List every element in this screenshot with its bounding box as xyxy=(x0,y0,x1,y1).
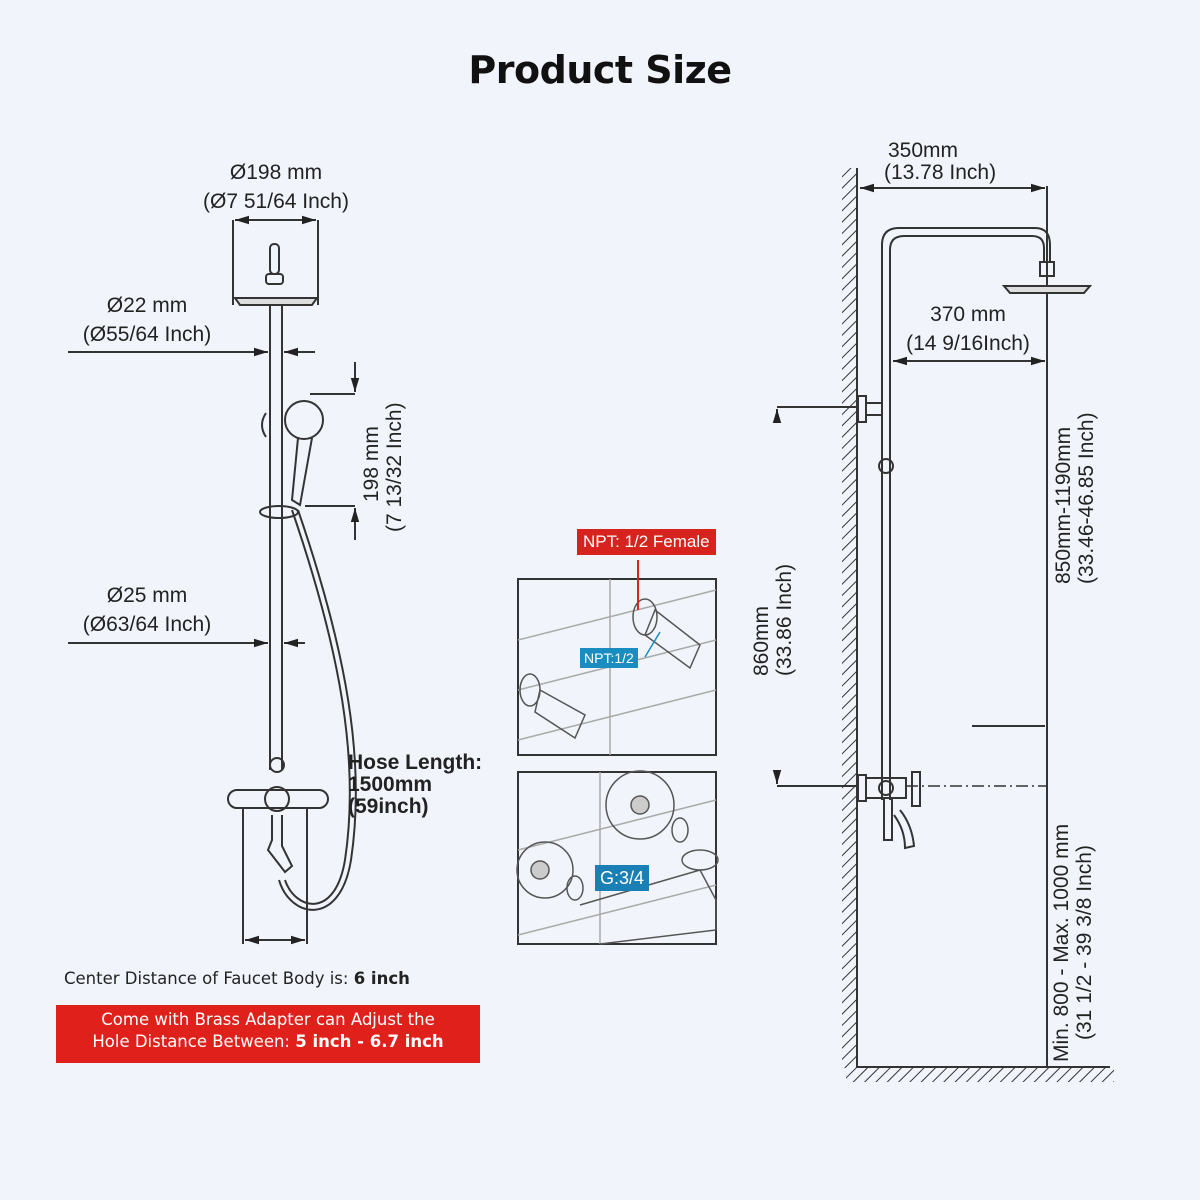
center-distance-note: Center Distance of Faucet Body is: 6 inc… xyxy=(64,969,410,988)
valve-height-label: Min. 800 - Max. 1000 mm (31 1/2 - 39 3/8… xyxy=(1050,824,1096,1062)
adapter-range-value: 5 inch - 6.7 inch xyxy=(295,1032,444,1051)
upper-pipe-diameter-inch: (Ø55/64 Inch) xyxy=(82,323,212,346)
arm-reach-mm: 350mm xyxy=(888,139,959,162)
head-offset-inch: (14 9/16Inch) xyxy=(906,332,1030,355)
head-diameter-mm: Ø198 mm xyxy=(229,161,323,184)
hand-shower-length-mm: 198 mm xyxy=(360,426,383,502)
adjustable-height-mm: 850mm-1190mm xyxy=(1052,426,1075,584)
bracket-to-valve-label: 860mm (33.86 Inch) xyxy=(750,564,796,676)
head-diameter-inch: (Ø7 51/64 Inch) xyxy=(203,190,349,213)
npt-tag: NPT:1/2 xyxy=(580,648,638,668)
center-distance-value: 6 inch xyxy=(353,969,410,988)
head-offset-mm: 370 mm xyxy=(930,303,1006,326)
valve-height-mm: Min. 800 - Max. 1000 mm xyxy=(1050,823,1073,1062)
head-offset-label: 370 mm (14 9/16Inch) xyxy=(888,300,1048,358)
adjustable-height-inch: (33.46-46.85 Inch) xyxy=(1075,412,1098,584)
lower-pipe-diameter-label: Ø25 mm (Ø63/64 Inch) xyxy=(62,581,232,639)
adapter-line-2-text: Hole Distance Between: xyxy=(92,1032,296,1051)
bracket-to-valve-mm: 860mm xyxy=(750,605,773,676)
valve-height-inch: (31 1/2 - 39 3/8 Inch) xyxy=(1073,845,1096,1040)
brass-adapter-banner: Come with Brass Adapter can Adjust the H… xyxy=(56,1005,480,1063)
hose-length-mm: 1500mm xyxy=(348,773,433,796)
left-shower-drawing xyxy=(68,215,360,945)
npt-female-tag: NPT: 1/2 Female xyxy=(577,529,716,555)
g34-tag: G:3/4 xyxy=(595,865,650,891)
adjustable-height-label: 850mm-1190mm (33.46-46.85 Inch) xyxy=(1052,412,1098,584)
adapter-line-1: Come with Brass Adapter can Adjust the xyxy=(101,1010,435,1029)
page-title: Product Size xyxy=(468,48,732,92)
adapter-line-2: Hole Distance Between: 5 inch - 6.7 inch xyxy=(62,1031,474,1053)
lower-pipe-diameter-mm: Ø25 mm xyxy=(106,584,188,607)
lower-pipe-diameter-inch: (Ø63/64 Inch) xyxy=(82,613,212,636)
hand-shower-length-inch: (7 13/32 Inch) xyxy=(383,402,406,532)
head-diameter-label: Ø198 mm (Ø7 51/64 Inch) xyxy=(176,158,376,216)
hand-shower-length-label: 198 mm (7 13/32 Inch) xyxy=(360,402,406,532)
hose-length-title: Hose Length: xyxy=(348,751,483,774)
bracket-to-valve-inch: (33.86 Inch) xyxy=(773,563,796,676)
right-installation-drawing xyxy=(772,168,1114,1082)
arm-reach-inch: (13.78 Inch) xyxy=(884,161,997,184)
hose-length-label: Hose Length: 1500mm (59inch) xyxy=(348,752,482,818)
upper-pipe-diameter-mm: Ø22 mm xyxy=(106,294,188,317)
arm-reach-label: 350mm (13.78 Inch) xyxy=(860,140,1040,184)
hose-length-inch: (59inch) xyxy=(348,795,429,818)
center-distance-text: Center Distance of Faucet Body is: xyxy=(64,969,354,988)
upper-pipe-diameter-label: Ø22 mm (Ø55/64 Inch) xyxy=(62,291,232,349)
